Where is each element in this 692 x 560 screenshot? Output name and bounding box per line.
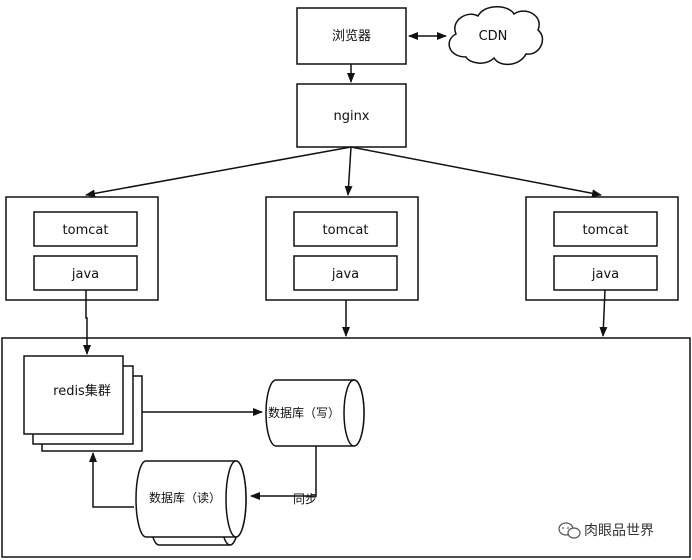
watermark-text: 肉眼品世界 [584,523,654,539]
wechat-icon [558,522,581,539]
nginx-label: nginx [333,109,369,124]
browser-label: 浏览器 [332,28,371,44]
nginx-node: nginx [296,83,407,148]
db-read-label: 数据库（读） [149,490,221,505]
tomcat-label: tomcat [583,223,629,238]
nginx-server2-arrow [344,146,353,196]
browser-node: 浏览器 [296,7,407,65]
app-server-2: tomcat java [265,196,419,301]
java-box [553,255,658,291]
sync-connector [250,446,317,500]
redis-dbread-connector [89,452,134,508]
app-server-3: tomcat java [525,196,679,301]
cdn-node: CDN [448,6,544,66]
java-box [293,255,398,291]
java-label: java [591,267,619,282]
nginx-server3-arrow [350,146,602,198]
tomcat-label: tomcat [63,223,109,238]
db-write-cylinder: 数据库（写） [265,379,365,447]
server1-redis-arrow [83,290,91,355]
java-label: java [71,267,99,282]
nginx-server1-arrow [85,146,352,198]
tomcat-label: tomcat [323,223,369,238]
tomcat-box [33,211,138,247]
tomcat-box [293,211,398,247]
java-label: java [331,267,359,282]
db-write-label: 数据库（写） [268,405,340,420]
redis-label: redis集群 [53,383,111,399]
db-read-cylinder: 数据库（读） [135,460,247,546]
java-box [33,255,138,291]
sync-label: 同步 [293,492,317,506]
server3-data-arrow [599,289,608,337]
redis-cluster: redis集群 [23,355,143,452]
cdn-label: CDN [479,29,508,44]
app-server-1: tomcat java [5,196,159,301]
tomcat-box [553,211,658,247]
watermark: 肉眼品世界 [558,522,654,539]
